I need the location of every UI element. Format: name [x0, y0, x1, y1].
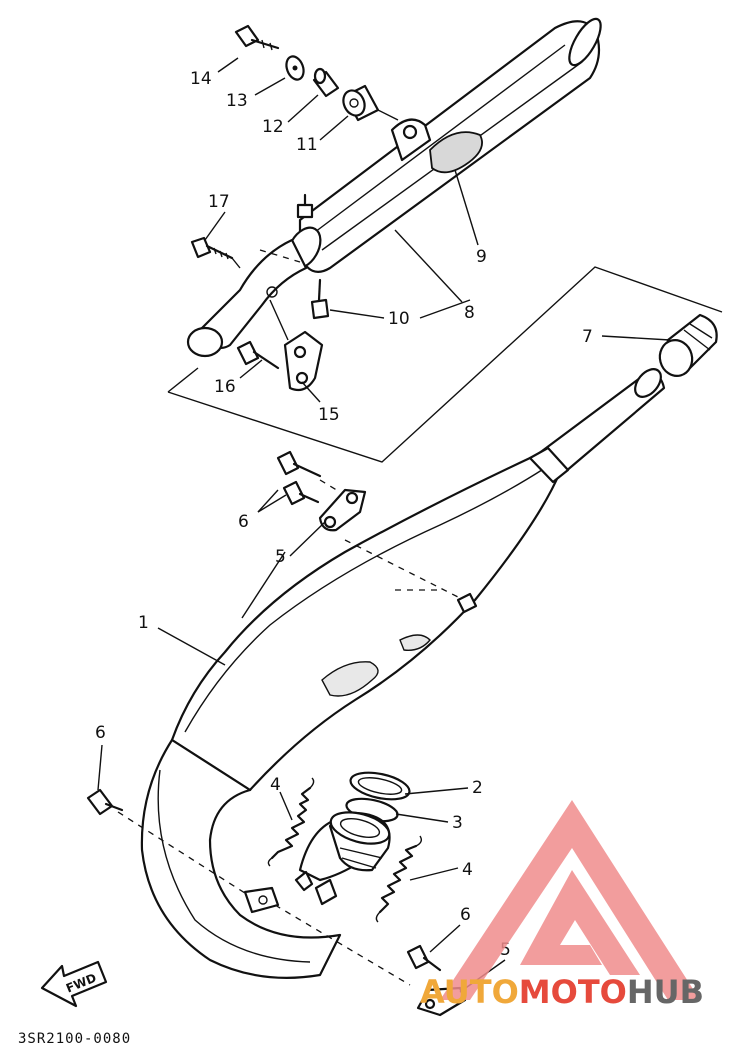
callout-16: 16: [214, 377, 236, 397]
bolt-16: [236, 340, 280, 370]
washer-13: [285, 55, 305, 81]
forward-direction-marker: FWD: [40, 960, 108, 1008]
callout-10: 10: [388, 309, 410, 329]
callout-13: 13: [226, 91, 248, 111]
callout-4-upper: 4: [270, 775, 281, 795]
callout-12: 12: [262, 117, 284, 137]
watermark-triangle: [440, 800, 700, 1000]
callout-1: 1: [138, 613, 149, 633]
bolt-6-left: [86, 788, 124, 816]
callout-11: 11: [296, 135, 318, 155]
expansion-chamber: [140, 368, 666, 979]
bolt-17: [190, 236, 234, 260]
spring-4-upper: [267, 777, 315, 867]
collar-12: [312, 67, 340, 98]
callout-4-lower: 4: [462, 860, 473, 880]
watermark-text: AUTOMOTOHUB: [420, 973, 704, 1011]
drawing-code: 3SR2100-0080: [18, 1031, 131, 1047]
callout-5-upper: 5: [275, 547, 286, 567]
spring-4-lower: [375, 835, 423, 923]
gasket-7: [658, 313, 718, 377]
bracket-5-upper: [318, 488, 367, 532]
silencer: [186, 17, 602, 358]
bolt-6-lower: [406, 944, 442, 972]
bolt-14: [234, 24, 280, 51]
heat-label: [429, 131, 483, 174]
bolt-6-upper-b: [282, 480, 320, 506]
callout-17: 17: [208, 192, 230, 212]
gasket-2: [349, 771, 411, 801]
bolt-10: [310, 278, 330, 320]
callout-15: 15: [318, 405, 340, 425]
callout-9: 9: [476, 247, 487, 267]
damper-11: [342, 84, 380, 122]
silencer-group-frame: [167, 266, 723, 463]
callout-7: 7: [582, 327, 593, 347]
callout-14: 14: [190, 69, 212, 89]
bracket-15: [269, 299, 324, 392]
callout-5-lower: 5: [500, 940, 511, 960]
callout-6-lower: 6: [460, 905, 471, 925]
callout-2: 2: [472, 778, 483, 798]
callout-6-left: 6: [95, 723, 106, 743]
watermark-logo: [440, 800, 700, 1000]
callout-labels: 1 2 3 4 4 5 5 6 6 7 8 9 10 11 12 13 14 1…: [95, 69, 593, 960]
callout-8: 8: [464, 303, 475, 323]
callout-6-upper: 6: [238, 512, 249, 532]
exhaust-joint: [328, 811, 391, 872]
callout-3: 3: [452, 813, 463, 833]
spring-hooks: [294, 870, 338, 906]
bolt-6-upper-a: [276, 450, 322, 478]
